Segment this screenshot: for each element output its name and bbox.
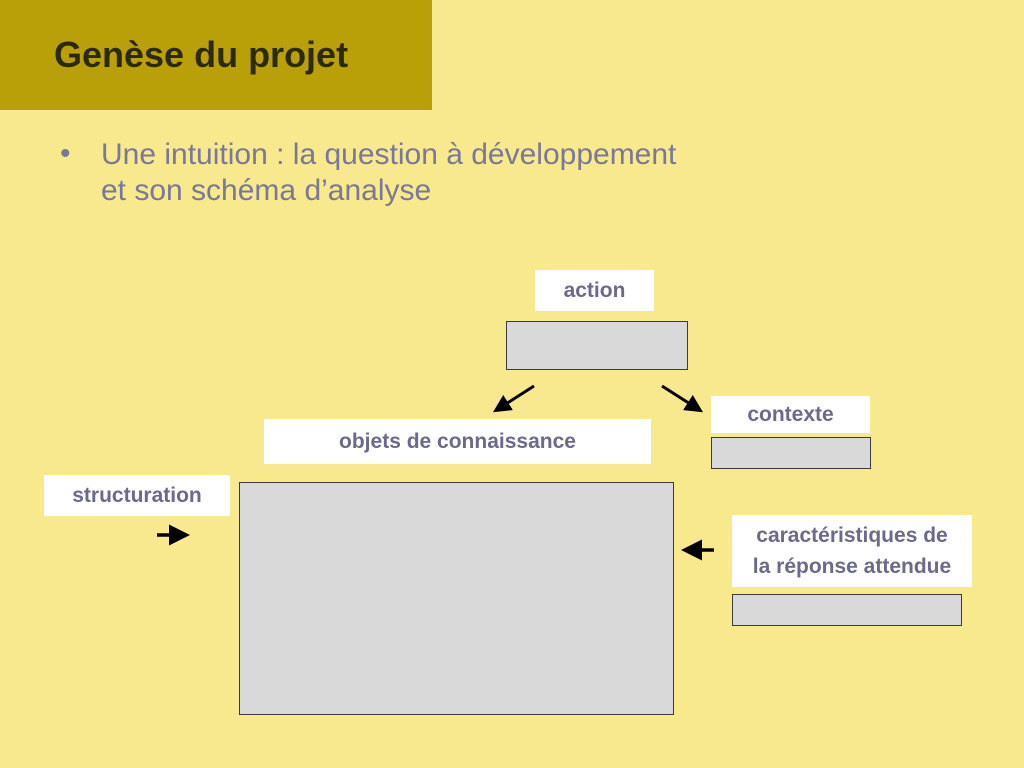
bullet-marker: • (60, 137, 71, 170)
bullet-line-1: Une intuition : la question à développem… (101, 138, 677, 171)
caracteristiques-line-2: la réponse attendue (752, 555, 952, 578)
main-analysis-box (239, 482, 674, 715)
objets-label: objets de connaissance (264, 419, 651, 464)
caracteristiques-box (732, 594, 962, 626)
structuration-label: structuration (44, 475, 230, 516)
action-box (506, 321, 688, 370)
caracteristiques-label: caractéristiques de la réponse attendue (732, 515, 972, 587)
title-band (0, 0, 432, 110)
action-label: action (535, 270, 654, 311)
slide-title: Genèse du projet (54, 34, 349, 75)
arrow-to-objets (492, 384, 535, 413)
contexte-box (711, 437, 871, 469)
arrow-to-contexte (661, 384, 704, 413)
caracteristiques-line-1: caractéristiques de (756, 524, 948, 547)
bullet-text: Une intuition : la question à développem… (101, 137, 821, 209)
contexte-label: contexte (711, 396, 870, 433)
bullet-line-2: et son schéma d’analyse (101, 174, 432, 207)
